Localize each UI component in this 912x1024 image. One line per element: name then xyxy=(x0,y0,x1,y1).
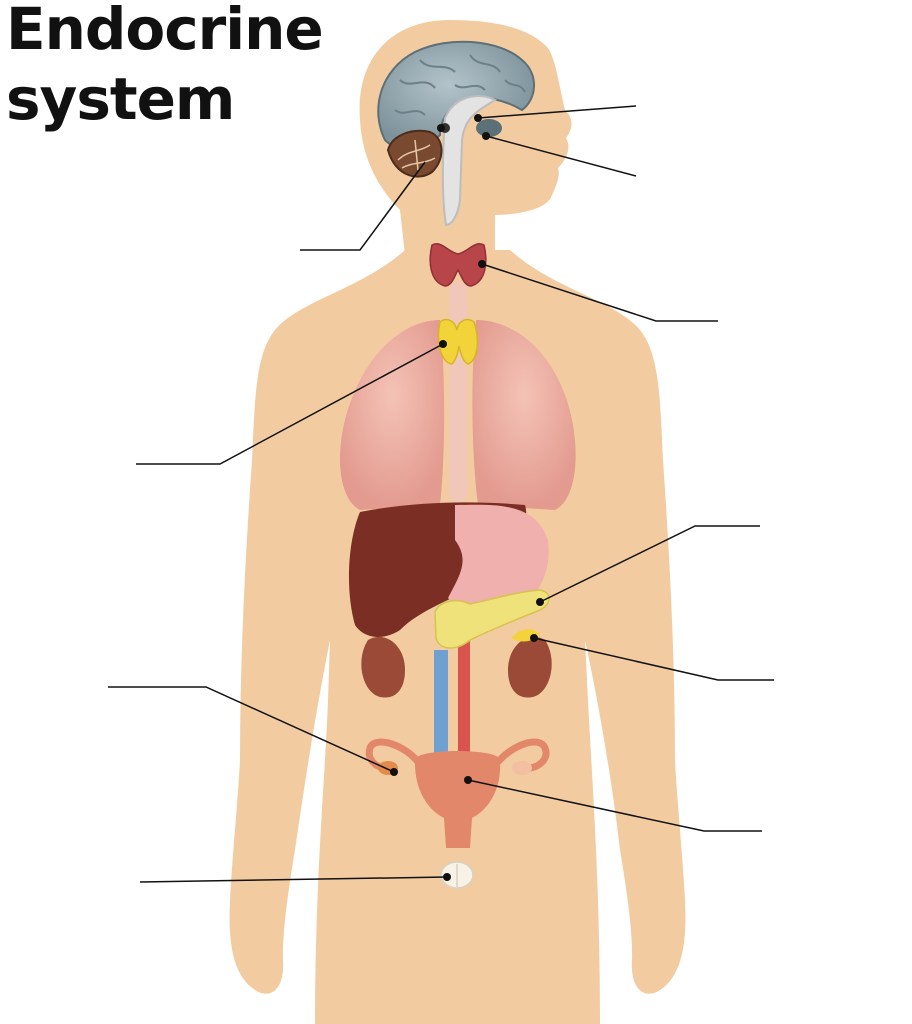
cerebellum xyxy=(386,130,443,178)
dot-adrenal xyxy=(530,634,538,642)
dot-thyroid xyxy=(478,260,486,268)
right-lung xyxy=(340,320,445,510)
leader-line-pituitary-2 xyxy=(485,135,637,177)
leader-lines xyxy=(108,105,774,883)
dot-pituitary xyxy=(474,114,482,122)
leader-line-pancreas xyxy=(539,525,760,603)
leader-dots xyxy=(390,114,544,881)
title-line-2: system xyxy=(6,65,235,133)
leader-line-ovary xyxy=(108,686,395,773)
thyroid-gland xyxy=(429,243,487,287)
kidneys xyxy=(361,636,552,698)
dot-pineal xyxy=(437,124,445,132)
pancreas xyxy=(434,589,550,649)
leader-line-pituitary xyxy=(477,105,637,119)
thymus-gland xyxy=(437,318,479,365)
dot-pancreas xyxy=(536,598,544,606)
cerebellum-branches xyxy=(397,139,436,171)
trachea xyxy=(449,282,467,502)
right-kidney xyxy=(361,636,405,698)
thymus-icon xyxy=(437,318,479,365)
vena-cava xyxy=(434,650,448,760)
leader-line-pineal xyxy=(300,161,426,251)
leader-line-thyroid xyxy=(481,263,718,322)
lungs xyxy=(340,320,576,510)
brainstem xyxy=(441,95,497,227)
cerebrum xyxy=(377,40,536,151)
brain-folds xyxy=(394,54,526,116)
left-lung xyxy=(472,320,576,510)
pituitary-gland xyxy=(476,119,502,137)
uterus xyxy=(414,751,501,848)
leader-line-adrenal xyxy=(533,637,774,681)
dot-testes xyxy=(443,873,451,881)
dot-thymus xyxy=(439,340,447,348)
thyroid-icon xyxy=(429,243,487,287)
dot-ovary xyxy=(390,768,398,776)
left-kidney xyxy=(508,636,552,698)
dot-uterus xyxy=(464,776,472,784)
leader-line-testes xyxy=(139,876,448,883)
stomach xyxy=(448,504,549,616)
testes-icon xyxy=(440,861,474,889)
leader-line-uterus xyxy=(467,779,762,832)
title-line-1: Endocrine xyxy=(6,0,324,63)
dot-pituitary-2 xyxy=(482,132,490,140)
diagram-title: Endocrine system xyxy=(6,0,324,134)
right-ovary xyxy=(512,761,532,775)
pancreas-icon xyxy=(434,589,550,649)
aorta xyxy=(458,640,470,760)
leader-line-thymus xyxy=(136,343,444,465)
